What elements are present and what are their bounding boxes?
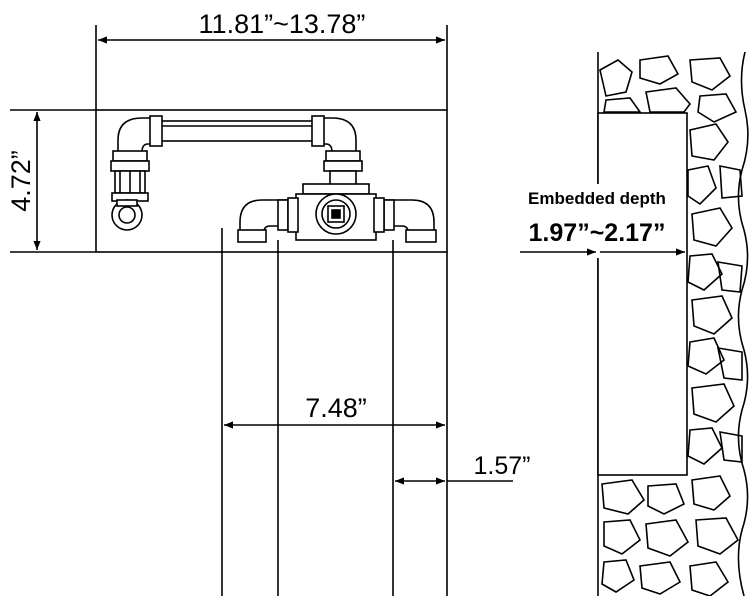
embed-depth-label: Embedded depth [528,189,666,208]
plate-height-dimension [10,109,96,253]
overall-width-label: 11.81”~13.78” [199,9,366,39]
overall-width-dimension [95,25,448,110]
spout-extension-lines [221,228,448,596]
plate-height-label: 4.72” [6,150,36,212]
wall-plate [95,109,448,253]
offset-label: 1.57” [474,452,531,480]
embed-label-backdrop [512,184,682,258]
embed-depth-value: 1.97”~2.17” [529,219,666,247]
spout-spacing-label: 7.48” [305,393,367,423]
faucet-body [110,115,437,243]
wall-cross-section [597,51,749,596]
